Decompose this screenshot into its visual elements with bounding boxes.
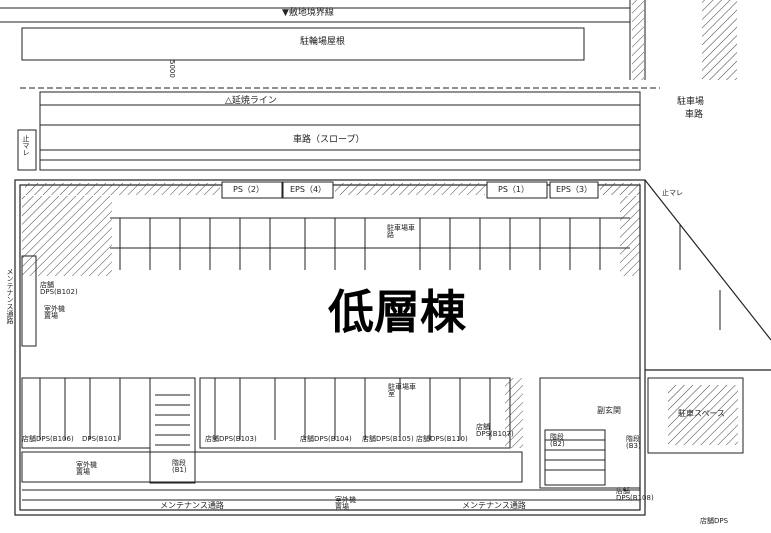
east-hatch-block [620, 196, 640, 276]
north-hatch-band [25, 183, 220, 195]
extension-line-label: △延焼ライン [225, 96, 277, 106]
dps-b110-label: 店舗DPS(B110) [416, 435, 468, 443]
parking-roof-label: 駐輪場屋根 [300, 37, 346, 47]
boundary-hatch [632, 0, 644, 80]
stair-b1 [149, 377, 196, 484]
dimension-label: 5000 [168, 60, 176, 78]
dps-b102-label: 店舗DPS(B102) [40, 281, 78, 296]
parking-roadway-lower-label: 駐車場車室 [388, 383, 416, 398]
dps-bottom-label: 店舗DPS [700, 517, 729, 525]
parking-area-label: 駐車場 [677, 97, 705, 107]
dps-b101-label: DPS(B101) [82, 435, 120, 443]
site-boundary-lines [0, 0, 660, 89]
dps-b103-label: 店舗DPS(B103) [205, 435, 257, 443]
ps1-label: PS（1） [498, 185, 529, 194]
dps-b105-label: 店舗DPS(B105) [362, 435, 414, 443]
eps3-label: EPS（3） [556, 185, 593, 194]
upper-parking-stalls [110, 217, 630, 270]
outdoor-unit-bottom-left-label: 室外機置場 [76, 461, 97, 476]
west-dps-box [21, 255, 37, 347]
maintenance-side-label: メンテナンス通路 [6, 268, 14, 324]
stair-b1-label: 階段(B1) [172, 459, 187, 474]
ps2-label: PS（2） [233, 185, 264, 194]
outdoor-unit-left-label: 室外機置場 [44, 305, 65, 320]
stair-b3-label: 階段(B3) [626, 435, 641, 450]
corner-hatch [702, 0, 737, 80]
maintenance-corridor [21, 451, 640, 501]
dps-b108-label: 店舗DPS(B108) [616, 487, 654, 502]
site-boundary-label: ▼敷地境界線 [282, 8, 334, 18]
vestibule-label: 副玄関 [597, 406, 621, 415]
parking-space-label: 駐車スペース [678, 409, 726, 418]
building-title: 低層棟 [318, 282, 476, 342]
roadway-label: 車路 [685, 110, 704, 120]
south-hatch [505, 378, 523, 448]
parking-space-hatch [668, 385, 738, 445]
north-hatch-band-2 [335, 183, 485, 195]
flow-arrows [50, 149, 721, 330]
stair-b2-label: 階段(B2) [550, 433, 565, 448]
north-hatch-band-3 [600, 183, 640, 195]
stop-right-label: 止マレ [662, 189, 683, 197]
dps-b104-label: 店舗DPS(B104) [300, 435, 352, 443]
ramp-lines [17, 91, 641, 171]
parking-roadway-upper-label: 駐車場車路 [387, 224, 415, 239]
east-core [539, 377, 744, 489]
dps-b106-label: 店舗DPS(B106) [22, 435, 74, 443]
stop-label: 止マレ [22, 135, 30, 156]
dps-b107-label: 店舗DPS(B107) [476, 423, 514, 438]
ramp-label: 車路（スロープ） [293, 135, 365, 145]
maintenance-right-label: メンテナンス通路 [462, 501, 526, 510]
outdoor-unit-bottom-mid-label: 室外機置場 [335, 496, 356, 511]
eps4-label: EPS（4） [290, 185, 327, 194]
maintenance-left-label: メンテナンス通路 [160, 501, 224, 510]
west-hatch-block [22, 196, 112, 276]
shaft-boxes [221, 181, 599, 199]
